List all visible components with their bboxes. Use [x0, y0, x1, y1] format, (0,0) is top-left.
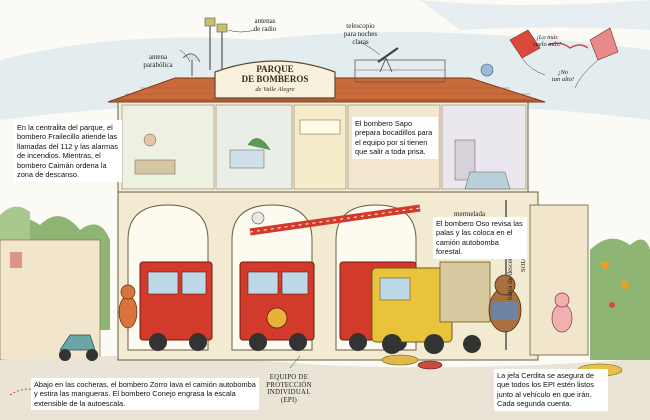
firehouse-sign — [214, 60, 336, 99]
fire-truck-2 — [239, 261, 315, 351]
label-jam: mermelada — [454, 210, 486, 218]
rabbit-figure — [251, 211, 265, 225]
fire-truck-1 — [139, 261, 213, 351]
pig-figure — [551, 292, 573, 333]
sign-subtitle: de Valle Alegre — [255, 86, 295, 93]
forest-truck-yellow — [371, 261, 491, 354]
radio-antennas — [204, 17, 228, 70]
bird-figure — [480, 63, 494, 77]
caption-cocheras: Abajo en las cocheras, el bombero Zorro … — [31, 378, 259, 411]
kite-pink — [574, 27, 619, 89]
caption-oso: El bombero Oso revisa las palas y las co… — [433, 217, 527, 259]
frailecillo-figure — [143, 133, 157, 147]
sign-title-line1: PARQUE — [256, 64, 294, 74]
sign-title-line2: DE BOMBEROS — [241, 74, 309, 84]
satellite-dish — [182, 53, 201, 76]
caption-centralita: En la centralita del parque, el bombero … — [14, 120, 122, 183]
fox-figure — [118, 284, 138, 329]
caiman-figure — [247, 138, 271, 151]
telescope — [377, 47, 399, 73]
kite-red — [509, 29, 546, 76]
bear-figure — [488, 274, 522, 333]
caption-sapo: El bombero Sapo prepara bocadillos para … — [352, 117, 438, 159]
caption-cerdita: La jefa Cerdita se asegura de que todos … — [494, 369, 608, 411]
right-bushes — [590, 238, 650, 360]
scooter — [59, 334, 98, 361]
